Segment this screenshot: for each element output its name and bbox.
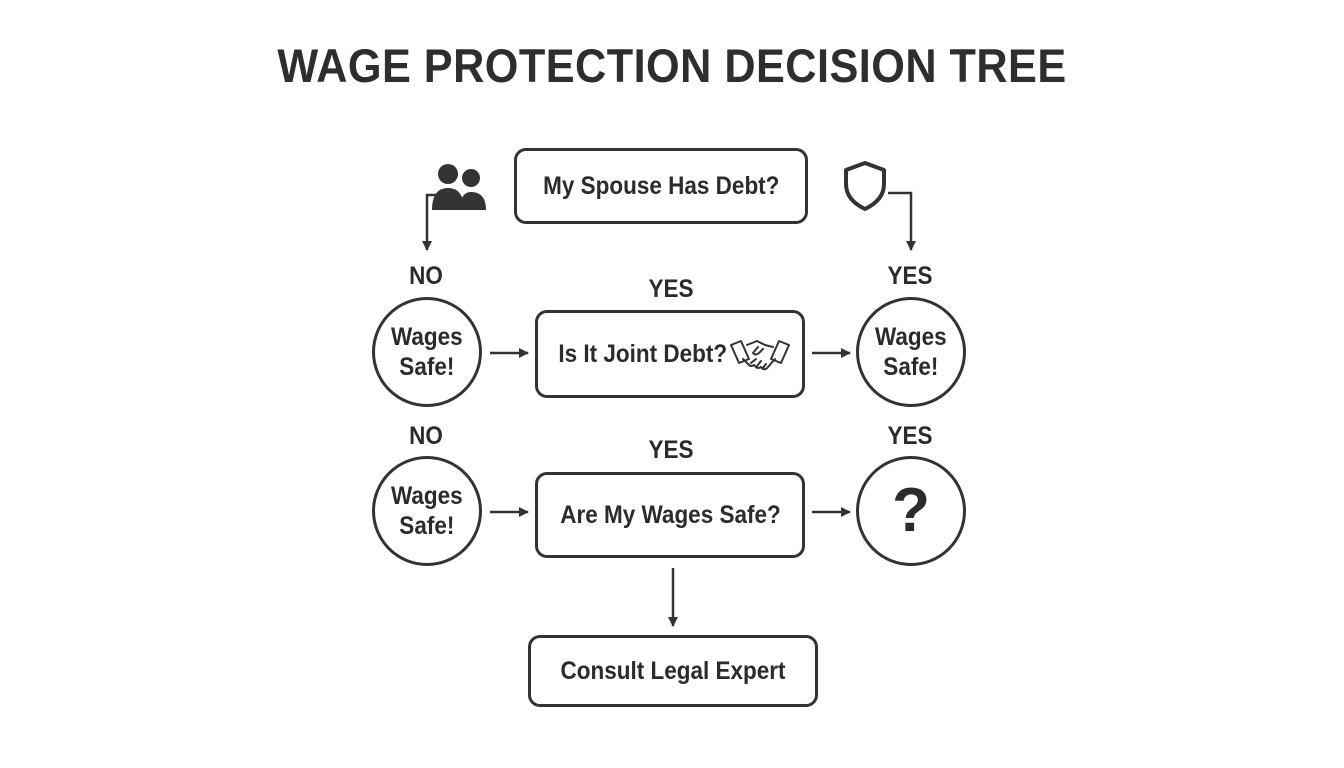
people-icon [430,162,490,212]
start-question-box: My Spouse Has Debt? [514,148,808,224]
row2-center-label: YES [648,436,694,464]
row1-right-line1: Wages [875,323,947,351]
wages-safe-question-text: Are My Wages Safe? [559,500,781,529]
row2-left-line1: Wages [391,482,463,510]
row1-center-label: YES [648,275,694,303]
joint-debt-box: Is It Joint Debt? [535,310,805,398]
row2-right-label: YES [887,422,933,450]
row1-left-circle: Wages Safe! [372,297,482,407]
row2-left-circle: Wages Safe! [372,456,482,566]
question-mark-icon: ? [892,476,930,545]
row2-right-circle: ? [856,456,966,566]
handshake-icon [729,333,791,375]
row1-right-circle: Wages Safe! [856,297,966,407]
shield-icon [842,160,888,212]
consult-expert-box: Consult Legal Expert [528,635,818,707]
row1-left-line1: Wages [391,323,463,351]
row1-left-line2: Safe! [399,353,455,381]
row1-left-label: NO [409,262,443,290]
start-question-text: My Spouse Has Debt? [542,171,780,200]
page-title: WAGE PROTECTION DECISION TREE [277,39,1067,92]
joint-debt-text: Is It Joint Debt? [558,339,728,368]
row2-left-line2: Safe! [399,512,455,540]
row1-right-line2: Safe! [883,353,939,381]
row2-left-label: NO [409,422,443,450]
wages-safe-question-box: Are My Wages Safe? [535,472,805,558]
row1-right-label: YES [887,262,933,290]
consult-expert-text: Consult Legal Expert [560,656,786,685]
arrow-start-to-yes-right [888,191,916,251]
